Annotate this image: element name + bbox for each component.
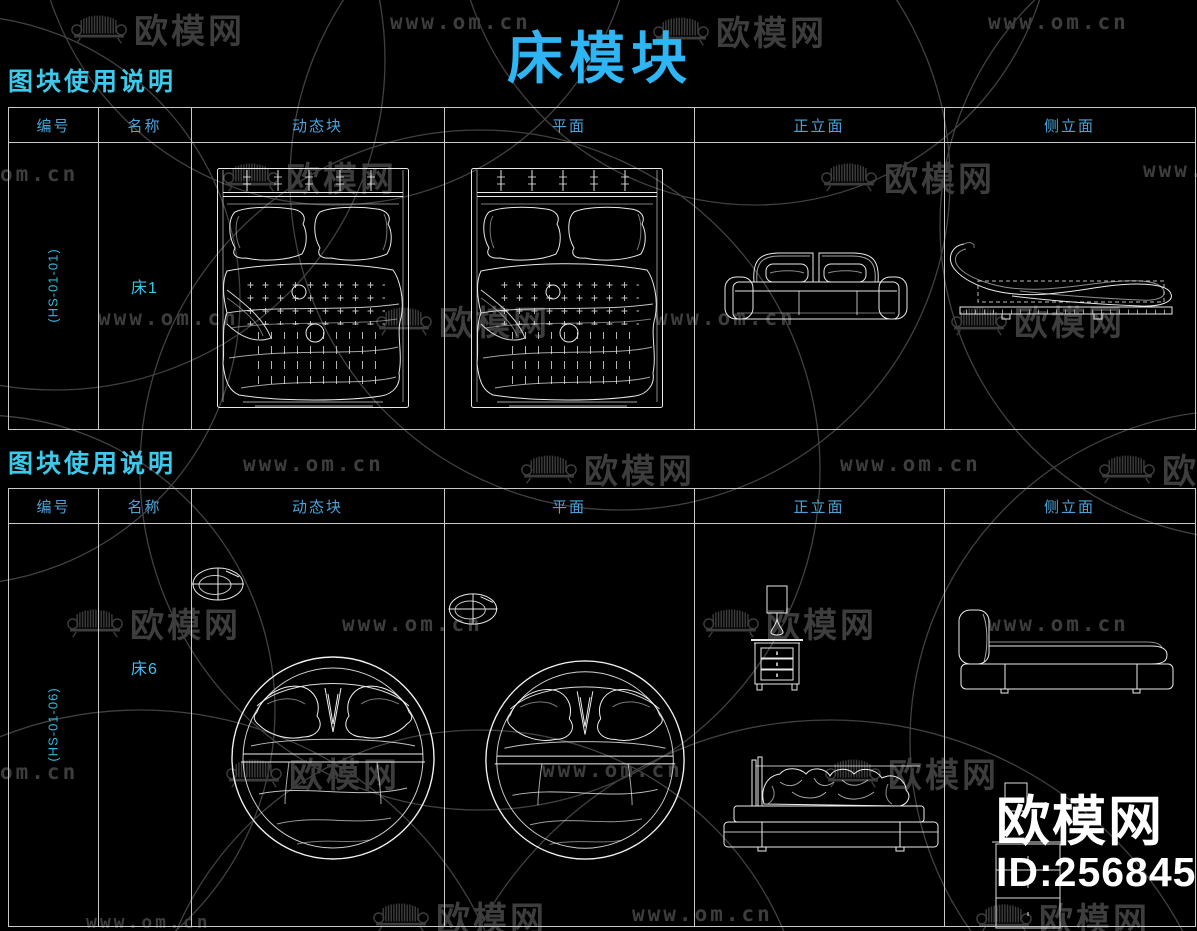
brand-watermark: 欧模网 bbox=[652, 6, 827, 55]
brand-watermark: 欧模网 bbox=[70, 4, 245, 53]
block-code-cell: (HS-01-06) bbox=[9, 523, 98, 926]
site-watermark: www.om.cn bbox=[632, 902, 773, 926]
section2-label: 图块使用说明 bbox=[8, 450, 177, 478]
site-id-watermark: 欧模网 ID:2568455 bbox=[996, 792, 1197, 896]
watermark-brand-text: 欧模网 bbox=[884, 161, 995, 199]
sofa-icon bbox=[1098, 453, 1156, 485]
col-header-side: 侧立面 bbox=[1043, 498, 1095, 516]
table-gridline bbox=[98, 489, 99, 926]
lamp-shade-outline bbox=[1004, 782, 1028, 812]
site-watermark: om.cn bbox=[0, 760, 79, 784]
site-watermark: www.om.cn bbox=[988, 10, 1129, 34]
site-id-number: ID:2568455 bbox=[996, 849, 1197, 896]
table-gridline bbox=[9, 142, 1195, 143]
table-gridline bbox=[694, 108, 695, 429]
block-name-cell: 床1 bbox=[131, 279, 158, 297]
site-watermark: om.cn bbox=[0, 162, 79, 186]
watermark-brand-text: 欧模网 bbox=[716, 15, 827, 53]
col-header-name: 名称 bbox=[127, 117, 162, 135]
site-watermark: www.om.cn bbox=[542, 758, 683, 782]
col-header-plan: 平面 bbox=[551, 498, 586, 516]
table-gridline bbox=[694, 489, 695, 926]
section1-label: 图块使用说明 bbox=[8, 68, 177, 96]
table-gridline bbox=[191, 489, 192, 926]
brand-watermark: 欧模网 bbox=[820, 152, 995, 201]
site-id-brand: 欧模网 bbox=[996, 792, 1164, 852]
table-gridline bbox=[944, 489, 945, 926]
site-watermark: www.om.cn bbox=[243, 452, 384, 476]
table-gridline bbox=[98, 108, 99, 429]
brand-watermark: 欧模网 bbox=[66, 598, 241, 647]
sofa-icon bbox=[70, 13, 128, 45]
col-header-name: 名称 bbox=[127, 498, 162, 516]
sofa-icon bbox=[520, 453, 578, 485]
site-watermark: www.om.cn bbox=[390, 10, 531, 34]
watermark-brand-text: 欧模网 bbox=[134, 13, 245, 51]
table-gridline bbox=[444, 489, 445, 926]
col-header-number: 编号 bbox=[36, 498, 71, 516]
site-watermark: www.om.cn bbox=[655, 306, 796, 330]
watermark-brand-text: 欧模网 bbox=[1162, 453, 1197, 491]
watermark-brand-text: 欧模网 bbox=[130, 607, 241, 645]
site-watermark: www.om.cn bbox=[1143, 158, 1197, 182]
block-code-cell: (HS-01-01) bbox=[9, 142, 98, 429]
table-gridline bbox=[9, 523, 1195, 524]
col-header-dynblock: 动态块 bbox=[291, 498, 343, 516]
col-header-front: 正立面 bbox=[793, 498, 845, 516]
table-gridline bbox=[191, 108, 192, 429]
col-header-number: 编号 bbox=[36, 117, 71, 135]
col-header-side: 侧立面 bbox=[1043, 117, 1095, 135]
block-code: (HS-01-01) bbox=[45, 248, 61, 323]
col-header-front: 正立面 bbox=[793, 117, 845, 135]
table-gridline bbox=[444, 108, 445, 429]
page-title: 床模块 bbox=[507, 27, 693, 90]
table-gridline bbox=[944, 108, 945, 429]
block-name-cell: 床6 bbox=[131, 661, 158, 678]
block-code: (HS-01-06) bbox=[45, 687, 61, 762]
col-header-plan: 平面 bbox=[551, 117, 586, 135]
col-header-dynblock: 动态块 bbox=[291, 117, 343, 135]
site-watermark: www.om.cn bbox=[988, 612, 1129, 636]
brand-watermark: 欧模网 bbox=[1098, 444, 1197, 493]
brand-watermark: 欧模网 bbox=[520, 444, 695, 493]
watermark-brand-text: 欧模网 bbox=[584, 453, 695, 491]
blocks-table-2: 编号 名称 动态块 平面 正立面 侧立面 (HS-01-06) 床6 bbox=[8, 488, 1196, 927]
site-watermark: www.om.cn bbox=[840, 452, 981, 476]
blocks-table-1: 编号 名称 动态块 平面 正立面 侧立面 (HS-01-01) 床1 bbox=[8, 107, 1196, 430]
site-watermark: www.om.cn bbox=[98, 306, 239, 330]
site-watermark: www.om.cn bbox=[342, 612, 483, 636]
